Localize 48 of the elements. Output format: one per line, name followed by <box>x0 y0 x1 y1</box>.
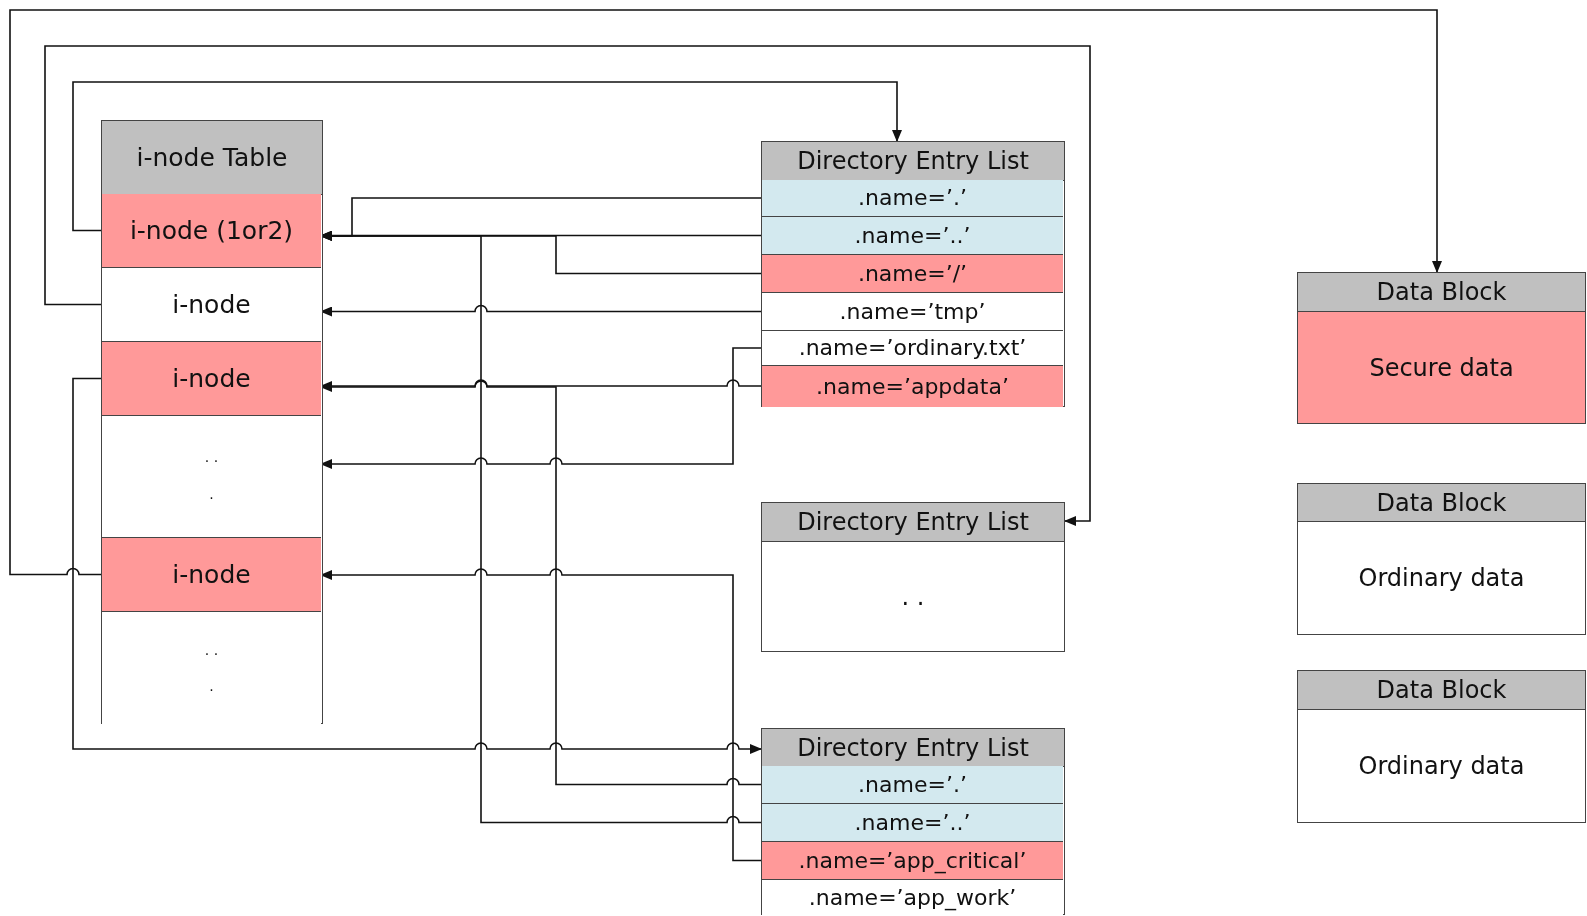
cell-text: .name=’.’ <box>858 185 967 210</box>
data-block-box <box>1297 483 1586 635</box>
cell-text: Data Block <box>1376 488 1507 517</box>
cell-text: .name=’app_critical’ <box>798 847 1027 873</box>
cell-text: i-node (1or2) <box>129 215 294 245</box>
cell-text: .name=’app_work’ <box>808 884 1017 910</box>
list-box <box>761 141 1065 407</box>
table-row <box>762 365 1063 407</box>
cell-text: Directory Entry List <box>797 733 1029 762</box>
cell-text: Data Block <box>1376 278 1507 306</box>
table-row <box>762 803 1063 842</box>
cell-text: .name=’ordinary.txt’ <box>798 335 1027 360</box>
table-row <box>102 193 321 268</box>
table-row <box>102 341 321 416</box>
table-row <box>762 765 1063 804</box>
list-box <box>761 502 1065 652</box>
arrow <box>9 9 1442 576</box>
cell-text: .name=’..’ <box>854 222 971 248</box>
cell-text: i-node <box>172 559 251 589</box>
ellipsis-text: . . . <box>204 448 219 504</box>
cell-text: Secure data <box>1369 353 1514 382</box>
cell-text: i-node <box>172 289 251 319</box>
arrow <box>72 81 902 232</box>
table-row <box>762 216 1063 255</box>
cell-text: i-node Table <box>136 143 288 172</box>
cell-text: .name=’..’ <box>854 809 971 835</box>
arrow <box>72 377 762 754</box>
list-box <box>761 728 1065 915</box>
cell-text: i-node <box>172 363 251 393</box>
table-box <box>101 120 323 724</box>
cell-text: .name=’tmp’ <box>839 298 986 324</box>
table-row <box>762 841 1063 880</box>
cell-text: Directory Entry List <box>797 508 1029 536</box>
table-row <box>762 179 1063 217</box>
table-row <box>762 254 1063 293</box>
cell-text: .name=’/’ <box>857 260 968 286</box>
table-row <box>102 537 321 612</box>
cell-text: .name=’.’ <box>858 771 967 797</box>
cell-text: Ordinary data <box>1358 752 1525 780</box>
data-block-box <box>1297 670 1586 823</box>
ellipsis-text: . . . <box>204 640 219 696</box>
cell-text: Directory Entry List <box>797 147 1029 175</box>
cell-text: Ordinary data <box>1358 564 1525 592</box>
cell-text: Data Block <box>1376 676 1507 704</box>
arrow <box>44 45 1091 526</box>
data-block-box <box>1297 272 1586 424</box>
cell-text: .name=’appdata’ <box>816 373 1009 399</box>
ellipsis-text: . . <box>901 581 925 613</box>
